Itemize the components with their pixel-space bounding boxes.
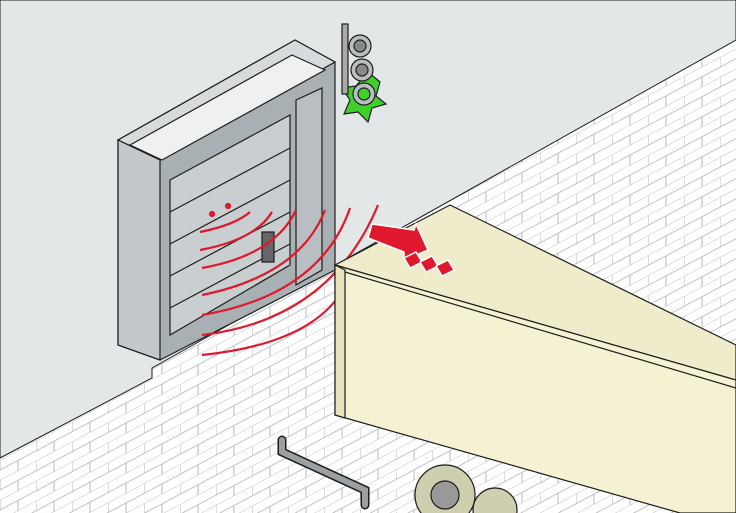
traffic-light [340, 23, 388, 124]
truck-wheels [414, 464, 518, 513]
loading-dock-door [116, 39, 337, 361]
approach-arrow [367, 221, 456, 277]
truck-trailer [333, 204, 736, 513]
sensor-waves [199, 202, 380, 357]
